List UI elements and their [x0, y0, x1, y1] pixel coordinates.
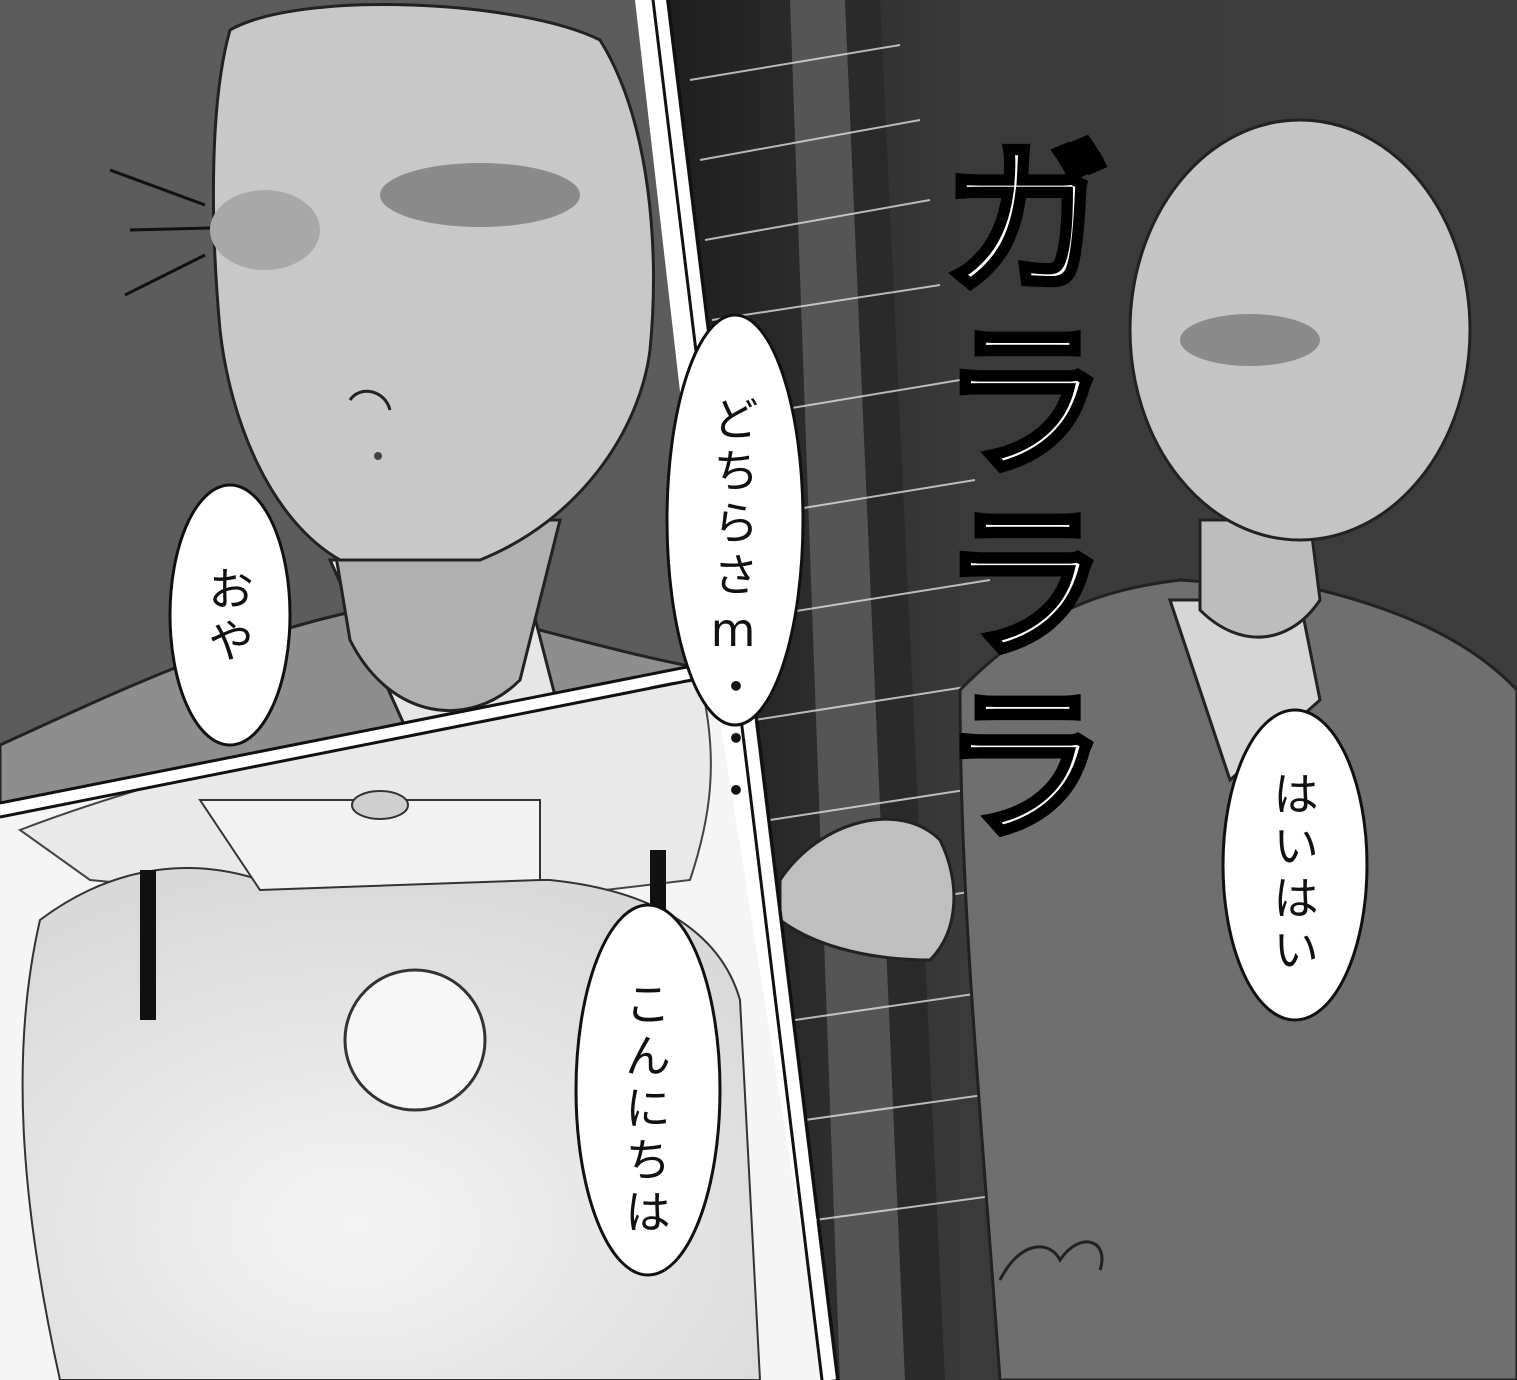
hand [778, 817, 956, 962]
robe-tie [998, 1240, 1104, 1281]
dialogue-haihai: はいはい [1266, 770, 1320, 978]
girl-body [21, 867, 762, 1380]
sound-effect-text: ガラララ [911, 130, 1109, 858]
old-man-left-head [211, 3, 655, 562]
speech-bubble-haihai [1221, 708, 1369, 1022]
panel-right [665, 0, 1517, 1380]
dialogue-konnichiwa: こんにちは [618, 980, 672, 1240]
speech-bubble-konnichiwa [574, 903, 722, 1277]
pendant [343, 968, 487, 1112]
speech-bubble-dochira [665, 313, 805, 727]
speech-bubble-oya [168, 483, 292, 747]
dialogue-oya: おや [201, 565, 255, 669]
dialogue-dochira: どちらさm・・・ [706, 395, 760, 819]
old-man-right-robe [958, 578, 1517, 1380]
